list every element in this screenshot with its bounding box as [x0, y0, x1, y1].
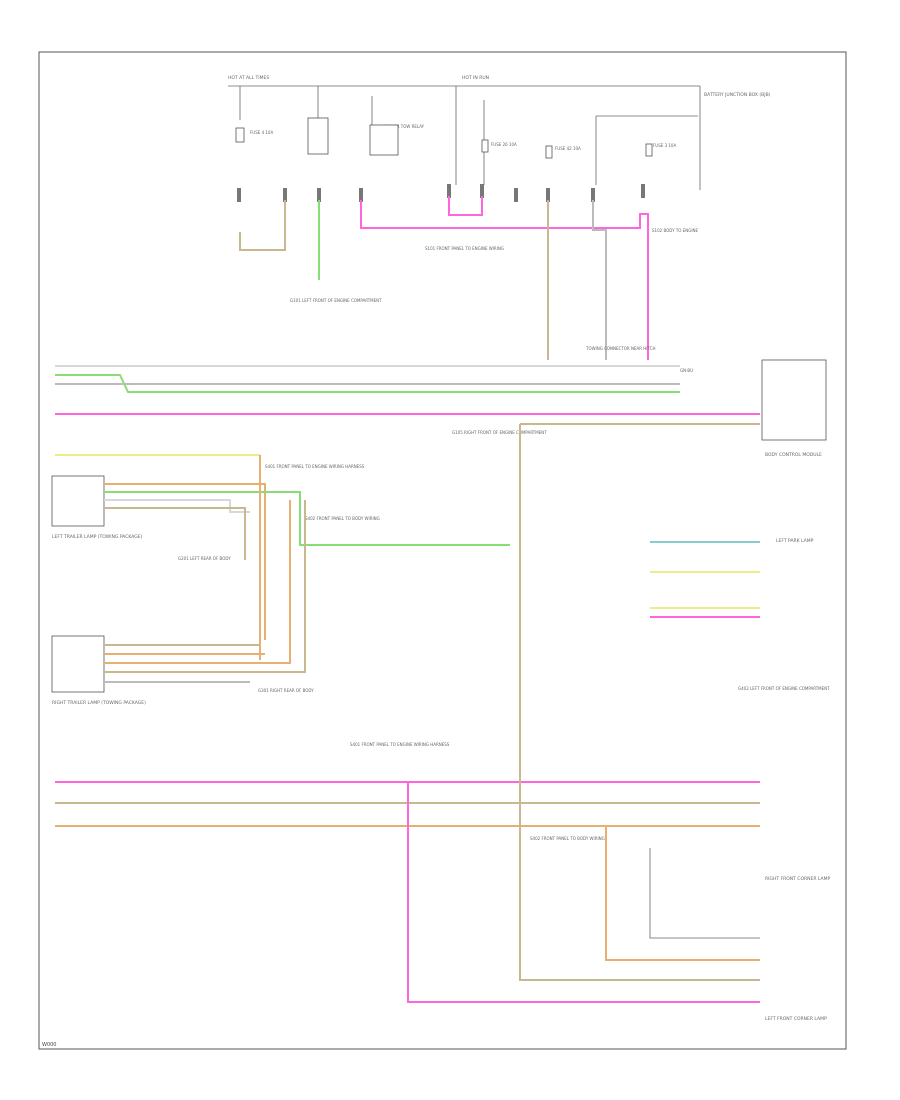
wire-orange-lt1: [104, 483, 266, 640]
fuse-42-symbol: [545, 145, 553, 159]
ground-right-trailer-label: G301 RIGHT REAR OF BODY: [258, 688, 314, 693]
wire-pink-s2: [448, 196, 483, 216]
right-trailer-lamp-label: RIGHT TRAILER LAMP (TOWING PACKAGE): [52, 700, 146, 706]
bcm-pin-label: GN-BU: [680, 368, 693, 373]
hot-in-run-label: HOT IN RUN: [462, 75, 489, 81]
bjb-label: BATTERY JUNCTION BOX (BJB): [704, 92, 771, 98]
g101-label: G101 LEFT FRONT OF ENGINE COMPARTMENT: [290, 298, 382, 303]
fuse-42-label: FUSE 42 10A: [555, 146, 581, 151]
splice-note-2: S102 BODY TO ENGINE: [652, 228, 698, 233]
left-splice-label: S401 FRONT PANEL TO ENGINE WIRING HARNES…: [265, 464, 365, 469]
wire-tan-left: [239, 200, 286, 251]
vertical-orange-right: [605, 826, 760, 961]
left-park-lamp-label: LEFT PARK LAMP: [776, 538, 814, 544]
tow-connector-label: TOWING CONNECTOR NEAR HITCH: [585, 346, 655, 351]
left-trailer-lamp-label: LEFT TRAILER LAMP (TOWING PACKAGE): [52, 534, 143, 540]
wire-pink-s3: [500, 213, 649, 360]
hot-at-all-times-label: HOT AT ALL TIMES: [228, 75, 269, 81]
wire-pink-s1: [360, 200, 500, 229]
left-splice-label-2: S402 FRONT PANEL TO BODY WIRING: [305, 516, 380, 521]
wire-gray-right: [592, 200, 607, 360]
fuse-4-label: FUSE 4 10A: [250, 130, 273, 135]
body-control-module: [761, 359, 827, 441]
wire-lightgray-lt3: [104, 499, 250, 513]
right-front-corner-label: RIGHT FRONT CORNER LAMP: [765, 876, 830, 882]
ground-right-side-label: G402 LEFT FRONT OF ENGINE COMPARTMENT: [738, 686, 830, 691]
page-code: W000: [42, 1042, 57, 1048]
wire-tan-rt4: [104, 500, 306, 673]
vertical-tan-main: [519, 424, 760, 981]
body-control-module-label: BODY CONTROL MODULE: [765, 452, 822, 458]
corner-lamp-bracket: [649, 848, 760, 939]
relay-2-symbol: [307, 117, 329, 155]
bottom-splice-label: S401 FRONT PANEL TO ENGINE WIRING HARNES…: [350, 742, 450, 747]
top-connector-row: [237, 184, 645, 202]
left-trailer-lamp: [51, 475, 105, 527]
bottom-wire-pink-drop: [407, 782, 760, 1003]
left-front-corner-label: LEFT FRONT CORNER LAMP: [765, 1016, 827, 1022]
bottom-splice-label-2: S402 FRONT PANEL TO BODY WIRING: [530, 836, 605, 841]
trailer-tow-relay: [369, 124, 399, 156]
fuse-4-symbol: [235, 127, 245, 143]
fuse-26-symbol: [481, 139, 489, 153]
ground-mid-label: G201 LEFT REAR OF BODY: [178, 556, 231, 561]
fuse-3-symbol: [645, 143, 653, 157]
wire-orange-rt3: [104, 500, 291, 664]
ground-right-label: G105 RIGHT FRONT OF ENGINE COMPARTMENT: [452, 430, 547, 435]
relay-label: TRAILER TOW RELAY: [382, 124, 425, 129]
wire-green-lt2: [104, 491, 510, 546]
fuse-26-label: FUSE 26 10A: [491, 142, 517, 147]
right-trailer-lamp: [51, 635, 105, 693]
fuse-3-label: FUSE 3 10A: [653, 143, 676, 148]
diagram-border: [38, 51, 847, 1050]
wire-tan-lt4: [104, 507, 246, 560]
splice-note-1: S101 FRONT PANEL TO ENGINE WIRING: [425, 246, 504, 251]
